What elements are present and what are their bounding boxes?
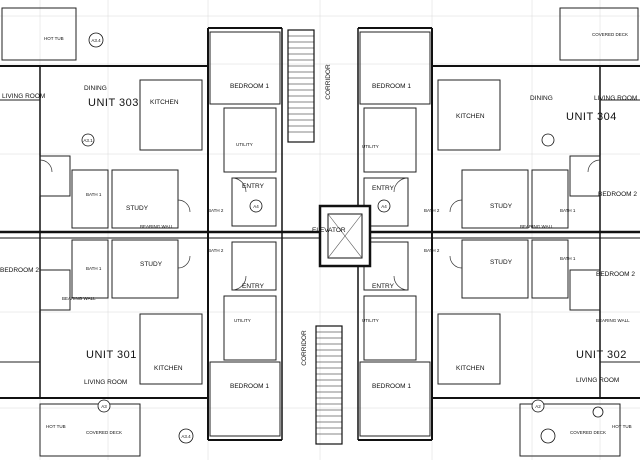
unit-303-label: UNIT 303 bbox=[88, 97, 139, 109]
bedroom-1-304: BEDROOM 1 bbox=[372, 83, 411, 90]
entry-304: ENTRY bbox=[372, 185, 395, 192]
hot-tub-302: HOT TUB bbox=[612, 424, 632, 429]
study-302: STUDY bbox=[490, 259, 513, 266]
bath-2-302: BATH 2 bbox=[424, 248, 440, 253]
living-room-302: LIVING ROOM bbox=[576, 377, 619, 384]
callout-a3: A3 bbox=[101, 404, 107, 409]
dining-304: DINING bbox=[530, 95, 553, 102]
bearing-wall-303: BEARING WALL bbox=[140, 224, 174, 229]
kitchen-304: KITCHEN bbox=[456, 113, 485, 120]
living-room-303: LIVING ROOM bbox=[2, 93, 45, 100]
kitchen-302: KITCHEN bbox=[456, 365, 485, 372]
callout-a2: A2 bbox=[535, 404, 541, 409]
bath-2-303: BATH 2 bbox=[208, 208, 224, 213]
unit-304-label: UNIT 304 bbox=[566, 111, 617, 123]
hot-tub-301: HOT TUB bbox=[46, 424, 66, 429]
bedroom-2-304: BEDROOM 2 bbox=[598, 191, 637, 198]
utility-301: UTILITY bbox=[234, 318, 251, 323]
elevator-label: ELEVATOR bbox=[312, 227, 346, 234]
callout-labels: A3.4 A3.1 A4 A4 A3 A3.4 A2 bbox=[83, 38, 541, 439]
elevator-shaft bbox=[318, 204, 372, 268]
bath-1-303: BATH 1 bbox=[86, 192, 102, 197]
bedroom-1-301: BEDROOM 1 bbox=[230, 383, 269, 390]
entry-302: ENTRY bbox=[372, 283, 395, 290]
dining-303: DINING bbox=[84, 85, 107, 92]
bearing-wall-304: BEARING WALL bbox=[520, 224, 554, 229]
living-room-304: LIVING ROOM bbox=[594, 95, 637, 102]
living-room-301: LIVING ROOM bbox=[84, 379, 127, 386]
callout-a4-right: A4 bbox=[381, 204, 387, 209]
interior-walls bbox=[0, 7, 640, 457]
callout-bubbles bbox=[81, 32, 604, 444]
stair-run-south bbox=[315, 325, 343, 445]
bedroom-1-303: BEDROOM 1 bbox=[230, 83, 269, 90]
study-301: STUDY bbox=[140, 261, 163, 268]
bath-2-301: BATH 2 bbox=[208, 248, 224, 253]
unit-labels: UNIT 303 UNIT 304 UNIT 301 UNIT 302 bbox=[86, 97, 627, 361]
utility-302: UTILITY bbox=[362, 318, 379, 323]
corridor-north: CORRIDOR bbox=[325, 64, 332, 100]
bath-1-302: BATH 1 bbox=[560, 256, 576, 261]
bath-1-301: BATH 1 bbox=[86, 266, 102, 271]
kitchen-303: KITCHEN bbox=[150, 99, 179, 106]
bearing-wall-302: BEARING WALL bbox=[596, 318, 630, 323]
covered-deck-302: COVERED DECK bbox=[570, 430, 606, 435]
covered-deck-301: COVERED DECK bbox=[86, 430, 122, 435]
stair-run-north bbox=[287, 29, 315, 143]
callout-a4-left: A4 bbox=[253, 204, 259, 209]
bath-1-304: BATH 1 bbox=[560, 208, 576, 213]
bearing-wall-301: BEARING WALL bbox=[62, 296, 96, 301]
kitchen-301: KITCHEN bbox=[154, 365, 183, 372]
hot-tub-303: HOT TUB bbox=[44, 36, 64, 41]
study-303: STUDY bbox=[126, 205, 149, 212]
entry-301: ENTRY bbox=[242, 283, 265, 290]
bedroom-2-301: BEDROOM 2 bbox=[0, 267, 39, 274]
room-labels: DINING DINING LIVING ROOM LIVING ROOM LI… bbox=[0, 32, 637, 435]
entry-303: ENTRY bbox=[242, 183, 265, 190]
unit-302-label: UNIT 302 bbox=[576, 349, 627, 361]
study-304: STUDY bbox=[490, 203, 513, 210]
callout-a34-bottom: A3.4 bbox=[181, 434, 191, 439]
callout-a34-top: A3.4 bbox=[91, 38, 101, 43]
corridor-south: CORRIDOR bbox=[301, 330, 308, 366]
callout-a31: A3.1 bbox=[83, 138, 93, 143]
covered-deck-304: COVERED DECK bbox=[592, 32, 628, 37]
bath-2-304: BATH 2 bbox=[424, 208, 440, 213]
utility-303: UTILITY bbox=[236, 142, 253, 147]
unit-301-label: UNIT 301 bbox=[86, 349, 137, 361]
bedroom-1-302: BEDROOM 1 bbox=[372, 383, 411, 390]
utility-304: UTILITY bbox=[362, 144, 379, 149]
door-swings bbox=[39, 159, 601, 291]
bedroom-2-302: BEDROOM 2 bbox=[596, 271, 635, 278]
